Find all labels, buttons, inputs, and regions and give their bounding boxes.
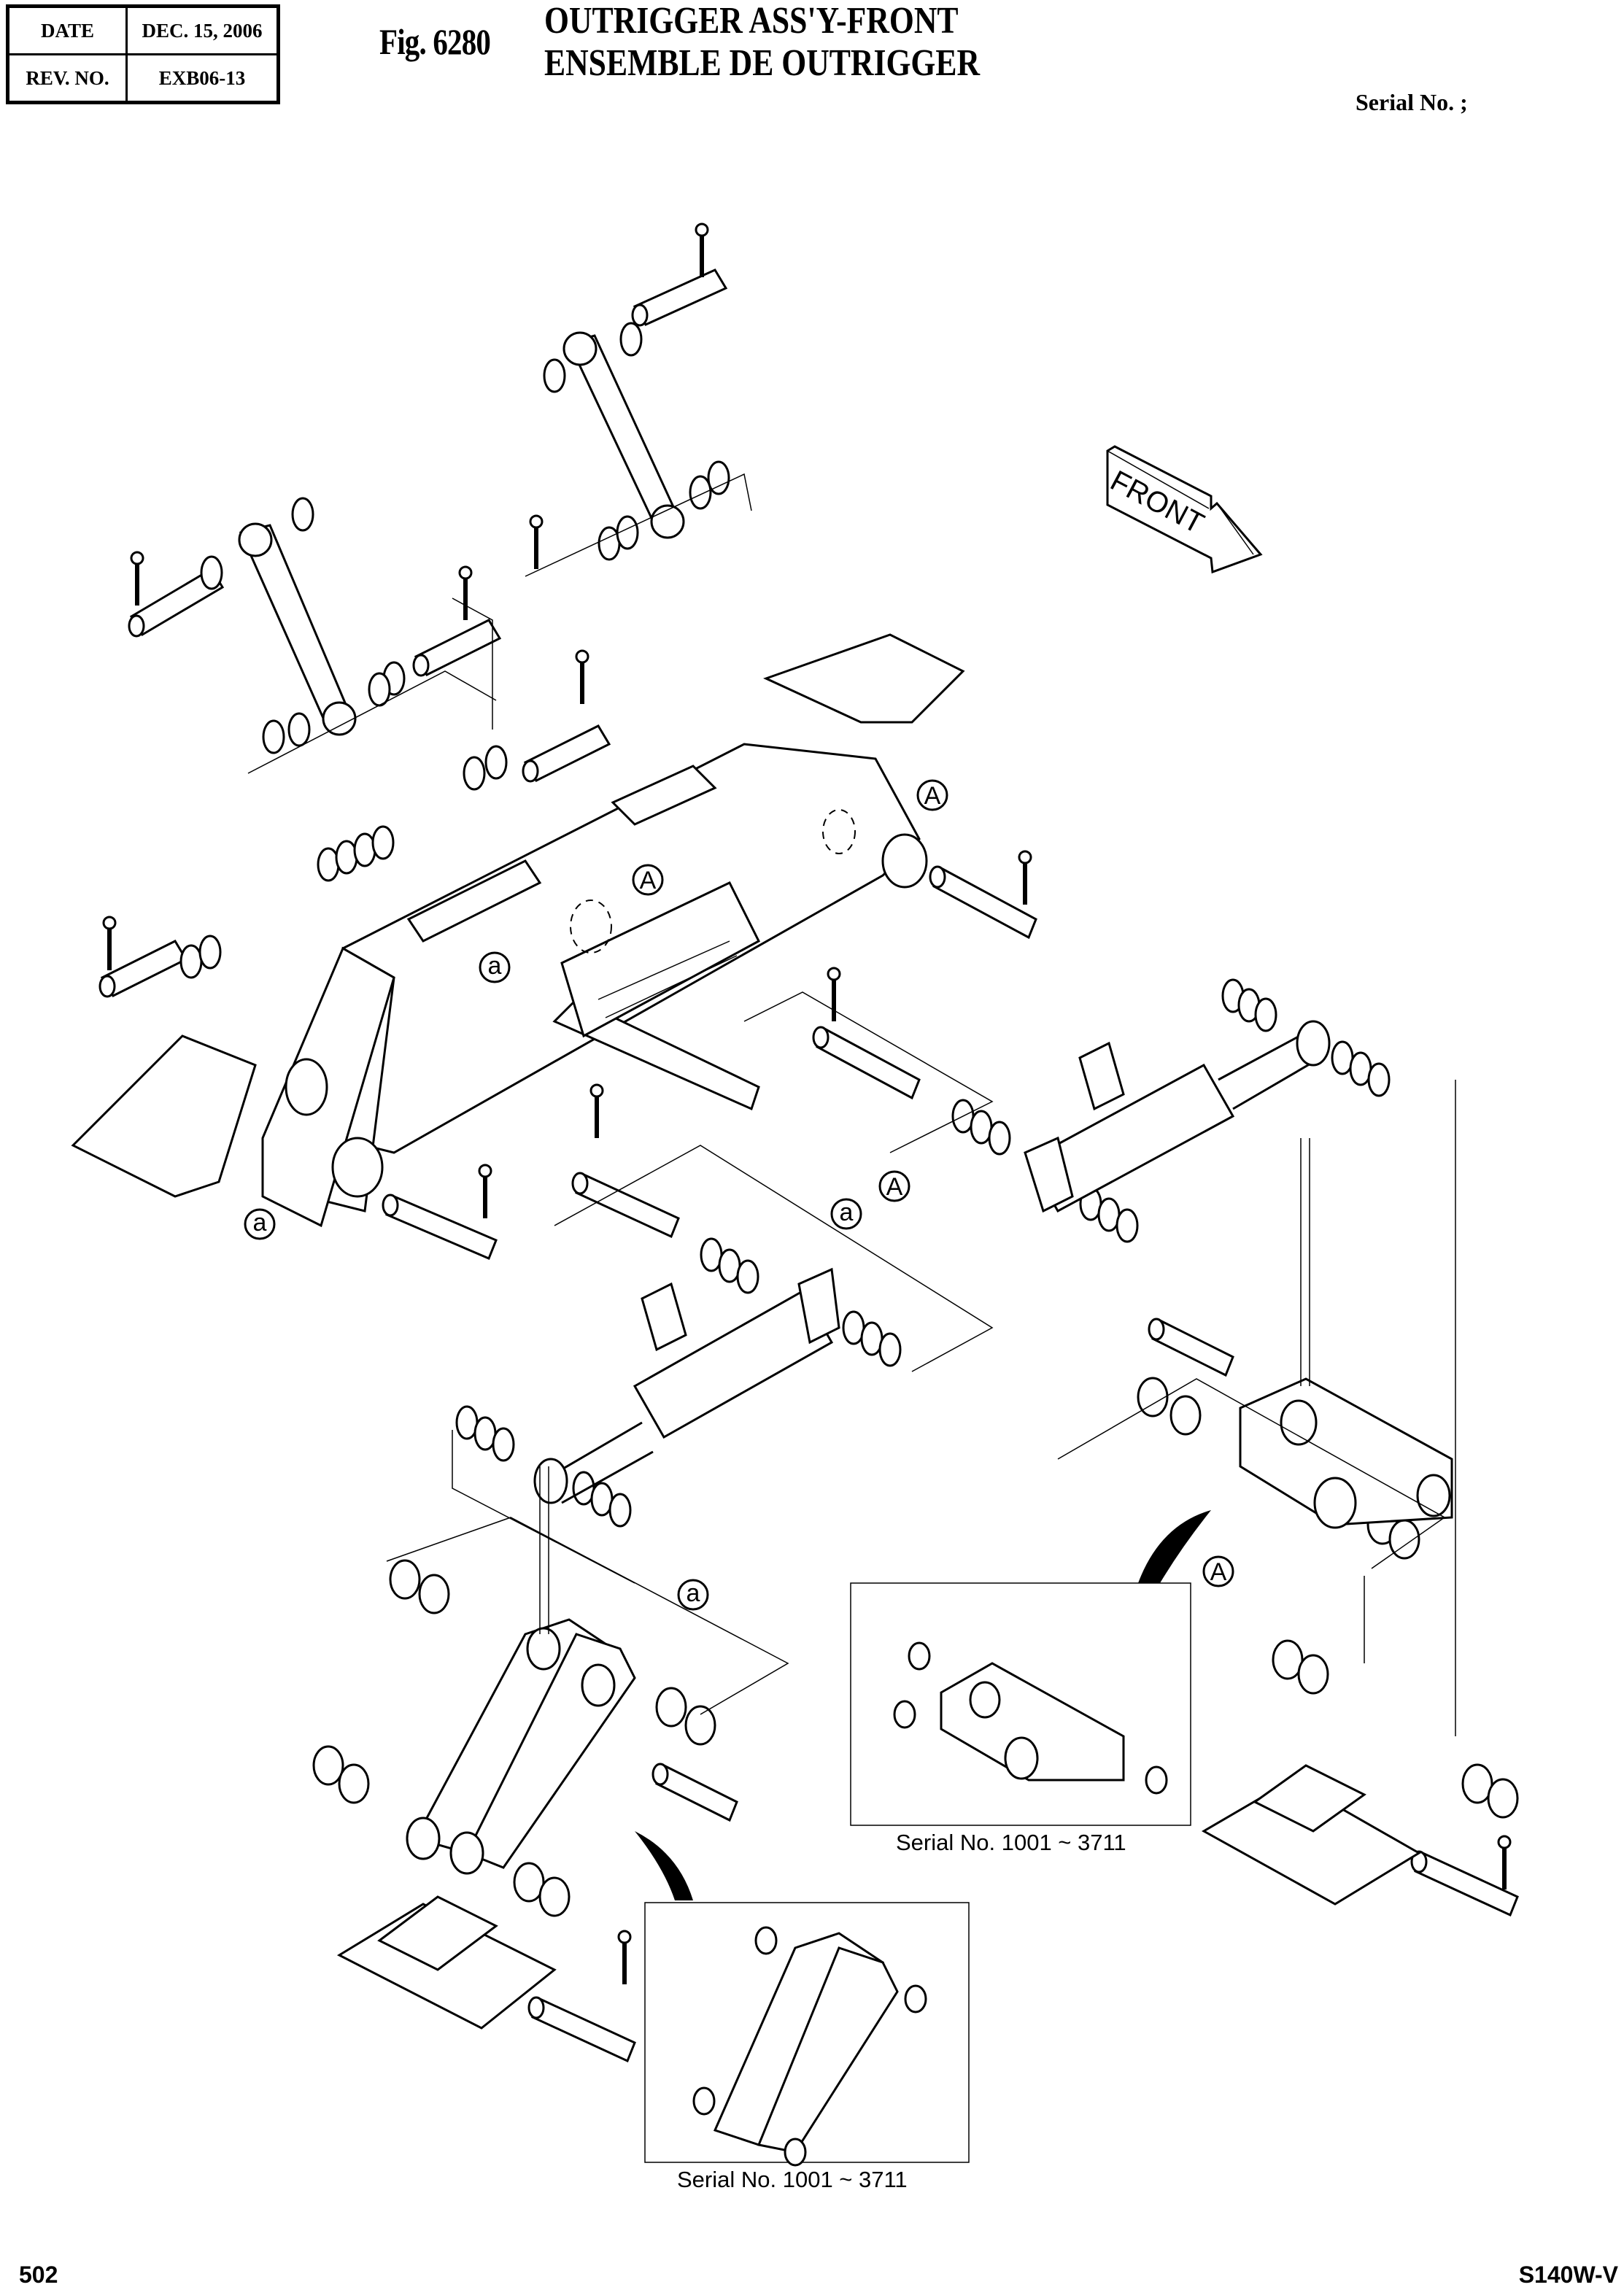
pin	[631, 268, 728, 327]
callout-label: a	[253, 1209, 267, 1237]
callout-label: a	[840, 1199, 854, 1226]
title-french: ENSEMBLE DE OUTRIGGER	[544, 42, 981, 84]
callout-a: a	[244, 1208, 276, 1240]
outrigger-cylinder-front	[533, 1267, 840, 1504]
front-direction-arrow: FRONT	[1105, 445, 1263, 574]
pins	[98, 268, 1519, 2063]
pin	[527, 1996, 636, 2063]
inset-caption-rear: Serial No. 1001 ~ 3711	[896, 1830, 1126, 1855]
grouping-lines	[247, 473, 1456, 1736]
outrigger-link-left	[238, 522, 357, 736]
pin	[1148, 1318, 1234, 1377]
callout-a: a	[677, 1579, 709, 1611]
outrigger-cylinder-rear	[1024, 1020, 1331, 1213]
outrigger-frame	[261, 743, 928, 1228]
revision-info-table: DATE DEC. 15, 2006 REV. NO. EXB06-13	[6, 4, 280, 104]
pin	[128, 567, 225, 638]
callout-A: A	[1202, 1555, 1234, 1587]
callout-a: a	[830, 1198, 862, 1230]
callout-A: A	[916, 779, 948, 811]
pin	[382, 1194, 498, 1260]
pin	[651, 1763, 738, 1822]
outrigger-link-right	[562, 331, 685, 539]
pin	[522, 724, 611, 783]
inset-caption-front: Serial No. 1001 ~ 3711	[677, 2167, 908, 2192]
pin	[412, 619, 502, 677]
outrigger-pad-front	[336, 1895, 557, 2030]
callout-label: A	[886, 1173, 903, 1201]
title-english: OUTRIGGER ASS'Y-FRONT	[544, 0, 959, 42]
outrigger-arm-rear	[1239, 1377, 1453, 1529]
page-number: 502	[19, 2262, 58, 2288]
callout-a: a	[479, 951, 511, 983]
revision-value: EXB06-13	[125, 53, 279, 104]
model-number: S140W-V	[1518, 2262, 1618, 2288]
callout-A: A	[632, 864, 664, 896]
date-label: DATE	[7, 5, 128, 55]
date-row: DATE DEC. 15, 2006	[7, 5, 279, 55]
pin	[571, 1172, 680, 1239]
inset-indicator-arc	[635, 1831, 693, 1900]
callout-label: a	[687, 1579, 700, 1607]
date-value: DEC. 15, 2006	[125, 5, 279, 55]
callout-A: A	[878, 1170, 910, 1202]
outrigger-pad-rear	[1201, 1764, 1421, 1906]
callout-label: a	[488, 952, 502, 980]
pin	[1410, 1850, 1519, 1917]
callout-label: A	[924, 782, 941, 810]
callout-label: A	[1210, 1558, 1227, 1586]
outrigger-arm-front	[406, 1618, 636, 1875]
pin	[98, 940, 188, 998]
inset-box-rear-arm	[850, 1582, 1191, 1826]
callout-label: A	[640, 867, 657, 894]
pin	[929, 865, 1037, 940]
inset-box-front-arm	[644, 1902, 970, 2167]
inset-indicator-arc	[1138, 1510, 1211, 1583]
serial-number-label: Serial No. ;	[1356, 89, 1468, 115]
step-cover-right	[763, 633, 965, 724]
revision-label: REV. NO.	[7, 53, 128, 104]
revision-row: REV. NO. EXB06-13	[7, 53, 279, 104]
figure-title: OUTRIGGER ASS'Y-FRONT ENSEMBLE DE OUTRIG…	[544, 0, 980, 85]
figure-number: Fig. 6280	[379, 21, 491, 62]
bolts	[102, 223, 1512, 1984]
step-cover-left	[71, 1034, 257, 1198]
pin	[812, 1026, 921, 1100]
